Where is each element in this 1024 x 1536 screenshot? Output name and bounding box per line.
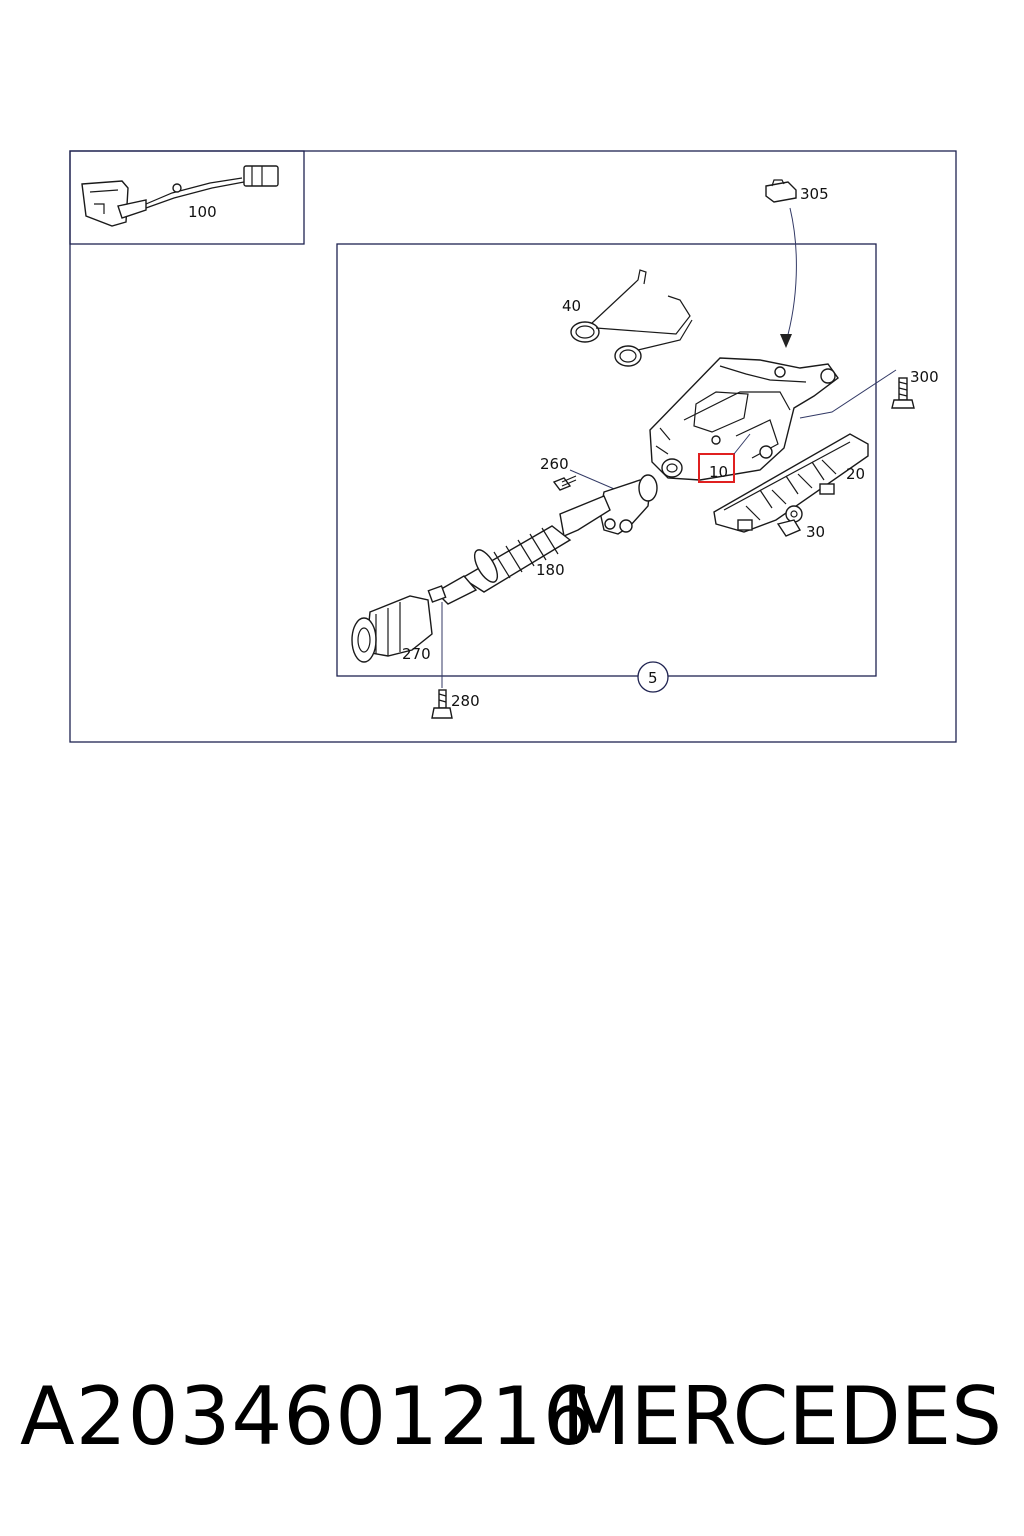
callout-260: 260 — [540, 455, 569, 473]
callout-30: 30 — [806, 523, 825, 541]
part-number: A2034601216 — [20, 1370, 595, 1463]
part-305-clip[interactable] — [765, 179, 797, 203]
part-270-boot[interactable] — [351, 595, 433, 663]
part-260-screw[interactable] — [552, 475, 577, 491]
part-280-bolt[interactable] — [431, 689, 453, 719]
callout-270: 270 — [402, 645, 431, 663]
callout-10: 10 — [709, 463, 728, 481]
inset-box-100 — [69, 150, 305, 245]
callout-280: 280 — [451, 692, 480, 710]
arrow-305 — [785, 207, 797, 343]
callout-100: 100 — [188, 203, 217, 221]
part-universal-joint[interactable] — [559, 474, 658, 537]
outer-frame — [69, 150, 957, 743]
callout-300: 300 — [910, 368, 939, 386]
leader-10 — [733, 433, 751, 455]
callout-305: 305 — [800, 185, 829, 203]
part-180-shaft[interactable] — [427, 525, 572, 605]
callout-180: 180 — [536, 561, 565, 579]
parts-diagram: 100 305 40 10 300 — [69, 150, 957, 743]
highlight-box-10 — [698, 453, 735, 483]
callout-40: 40 — [562, 297, 581, 315]
assembly-box-5 — [336, 243, 877, 677]
part-20-bracket[interactable] — [713, 433, 869, 533]
brand-name: MERCEDES — [561, 1370, 1002, 1463]
arrow-305-head — [780, 334, 792, 348]
part-100-cable[interactable] — [81, 165, 279, 227]
footer: A2034601216 MERCEDES — [0, 1370, 1024, 1480]
leader-300 — [799, 369, 897, 419]
callout-20: 20 — [846, 465, 865, 483]
part-30-nut[interactable] — [776, 505, 803, 537]
part-10-column-housing[interactable] — [649, 357, 839, 481]
part-40-springs[interactable] — [570, 269, 693, 367]
part-300-bolt[interactable] — [891, 377, 915, 409]
callout-5: 5 — [648, 669, 658, 687]
callout-5-circle — [637, 661, 669, 693]
